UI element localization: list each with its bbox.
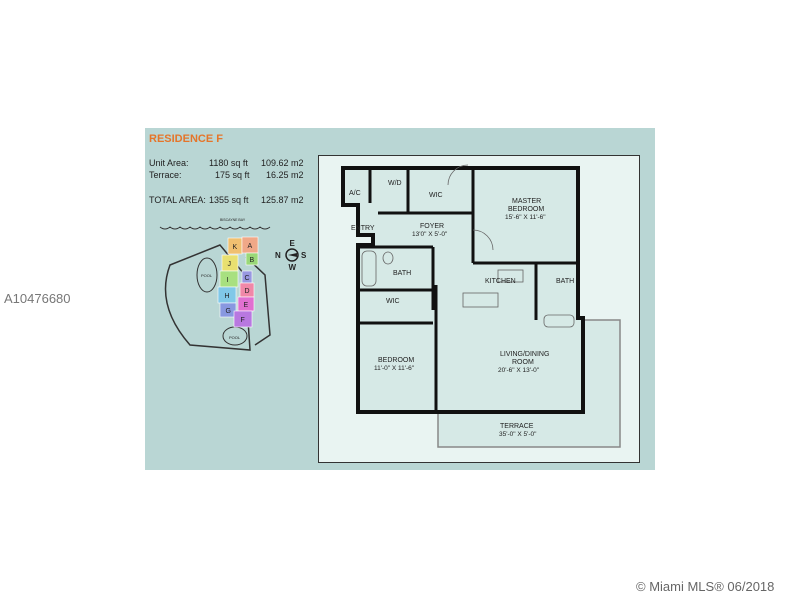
unit-label: A [248,243,253,250]
unit-floor-plan: A/C W/D WIC ENTRY FOYER 13'0" X 5'-0" MA… [318,155,640,463]
residence-title: RESIDENCE F [149,133,223,145]
master-dimensions: 15'-6" X 11'-6" [505,214,546,221]
room-terrace: TERRACE [500,423,534,430]
listing-id-watermark: A10476680 [4,291,71,306]
water-waves [159,226,271,230]
interior-walls [358,168,578,412]
room-living: LIVING/DINING [500,351,549,358]
living-dimensions: 20'-6" X 13'-0" [498,367,540,374]
room-wic: WIC [429,192,443,199]
sqft: 1180 sq ft [209,158,248,168]
room-foyer: FOYER [420,223,444,230]
label: TOTAL AREA: [149,195,206,205]
unit-label: K [233,244,238,251]
unit-block-g [219,302,237,318]
pool-label: POOL [229,335,241,340]
walls [341,166,585,414]
room-master-bedroom: BEDROOM [508,206,544,213]
svg-text:W: W [289,263,297,272]
site-plan: BISCAYNE BAY POOL POOL K AB J C I D H E G F E N S… [159,218,307,351]
unit-label: G [226,308,231,315]
unit-label: F [241,317,245,324]
unit-label: E [244,302,249,309]
site-outline [164,244,251,351]
unit-label: C [245,275,250,282]
unit-label: B [250,257,255,264]
m2: 109.62 m2 [261,158,304,168]
unit-label: I [227,277,229,284]
m2: 16.25 m2 [266,170,304,180]
bedroom-dimensions: 11'-0" X 11'-6" [374,365,415,372]
svg-text:N: N [275,251,281,260]
unit-block-b [245,252,259,266]
foyer-dimensions: 13'0" X 5'-0" [412,231,448,238]
unit-blocks: K AB J C I D H E G F [217,236,259,328]
unit-label: H [225,293,230,300]
room-kitchen: KITCHEN [485,278,516,285]
room-wic: WIC [386,298,400,305]
room-entry: ENTRY [351,225,375,232]
room-bedroom: BEDROOM [378,357,414,364]
sqft: 175 sq ft [215,170,250,180]
svg-text:S: S [301,251,307,260]
unit-label: J [228,261,232,268]
copyright-notice: © Miami MLS® 06/2018 [636,579,775,594]
pool-1 [196,257,218,293]
compass: E N S W [275,239,307,272]
m2: 125.87 m2 [261,195,304,205]
room-ac: A/C [349,190,361,197]
sqft: 1355 sq ft [209,195,249,205]
room-bath: BATH [556,278,574,285]
fixtures [361,164,575,328]
room-master: MASTER [512,198,541,205]
site-outline-east [245,256,271,346]
svg-text:E: E [290,239,296,248]
room-living-room: ROOM [512,359,534,366]
water-label: BISCAYNE BAY [220,218,246,222]
unit-label: D [245,288,250,295]
pool-label: POOL [201,273,213,278]
unit-block-i [219,270,239,288]
room-wd: W/D [388,180,402,187]
label: Terrace: [149,170,182,180]
label: Unit Area: [149,158,189,168]
terrace-dimensions: 35'-0" X 5'-0" [499,431,537,438]
room-bath: BATH [393,270,411,277]
unit-block-f [233,310,253,328]
